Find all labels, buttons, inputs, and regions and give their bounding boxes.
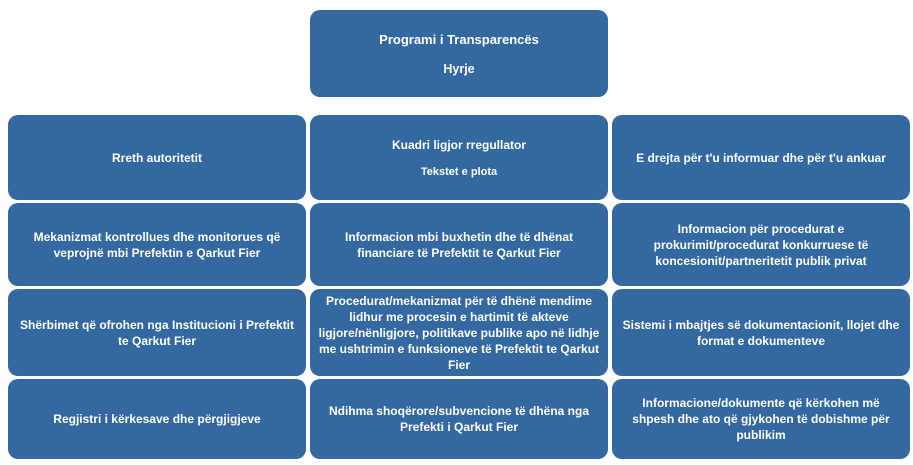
card-title: Regjistri i kërkesave dhe përgjigjeve <box>53 412 261 426</box>
card-title: Shërbimet që ofrohen nga Institucioni i … <box>19 317 295 348</box>
header-card-programi-transparences[interactable]: Programi i Transparencës Hyrje <box>310 10 608 97</box>
card-sistemi-mbajtjes-dokumentacionit[interactable]: Sistemi i mbajtjes së dokumentacionit, l… <box>612 289 910 376</box>
card-procedurat-prokurimit[interactable]: Informacion për procedurat e prokurimit/… <box>612 203 910 286</box>
card-procedurat-mekanizmat-mendime[interactable]: Procedurat/mekanizmat për të dhënë mendi… <box>310 289 608 376</box>
card-regjistri-kerkesave[interactable]: Regjistri i kërkesave dhe përgjigjeve <box>8 379 306 459</box>
card-title: E drejta për t'u informuar dhe për t'u a… <box>636 150 886 165</box>
card-mekanizmat-kontrollues[interactable]: Mekanizmat kontrollues dhe monitorues që… <box>8 203 306 286</box>
transparency-menu-grid: Rreth autoritetit Kuadri ligjor rregulla… <box>8 115 910 459</box>
card-sherbimet-qe-ofrohen[interactable]: Shërbimet që ofrohen nga Institucioni i … <box>8 289 306 376</box>
card-title: Rreth autoritetit <box>112 150 202 165</box>
card-title: Procedurat/mekanizmat për të dhënë mendi… <box>318 293 600 372</box>
card-title: Informacione/dokumente që kërkohen më sh… <box>632 396 890 442</box>
page-title: Programi i Transparencës <box>379 31 539 47</box>
card-e-drejta-per-tu-informuar[interactable]: E drejta për t'u informuar dhe për t'u a… <box>612 115 910 200</box>
card-kuadri-ligjor-rregullator[interactable]: Kuadri ligjor rregullator Tekstet e plot… <box>310 115 608 200</box>
card-title: Sistemi i mbajtjes së dokumentacionit, l… <box>622 317 900 348</box>
card-informacione-dokumente-kerkohen[interactable]: Informacione/dokumente që kërkohen më sh… <box>612 379 910 459</box>
card-title: Informacion mbi buxhetin dhe të dhënat f… <box>344 229 573 260</box>
card-subtitle-tekstet-e-plota: Tekstet e plota <box>420 165 498 178</box>
card-ndihma-shoqerore[interactable]: Ndihma shoqërore/subvencione të dhëna ng… <box>310 379 608 459</box>
card-title: Informacion për procedurat e prokurimit/… <box>653 221 869 268</box>
card-informacion-buxhetin[interactable]: Informacion mbi buxhetin dhe të dhënat f… <box>310 203 608 286</box>
card-rreth-autoritetit[interactable]: Rreth autoritetit <box>8 115 306 200</box>
card-title: Ndihma shoqërore/subvencione të dhëna ng… <box>328 404 590 434</box>
header-subtitle-hyrje: Hyrje <box>443 61 475 76</box>
card-title: Mekanizmat kontrollues dhe monitorues që… <box>33 229 281 260</box>
card-title: Kuadri ligjor rregullator <box>391 137 526 152</box>
